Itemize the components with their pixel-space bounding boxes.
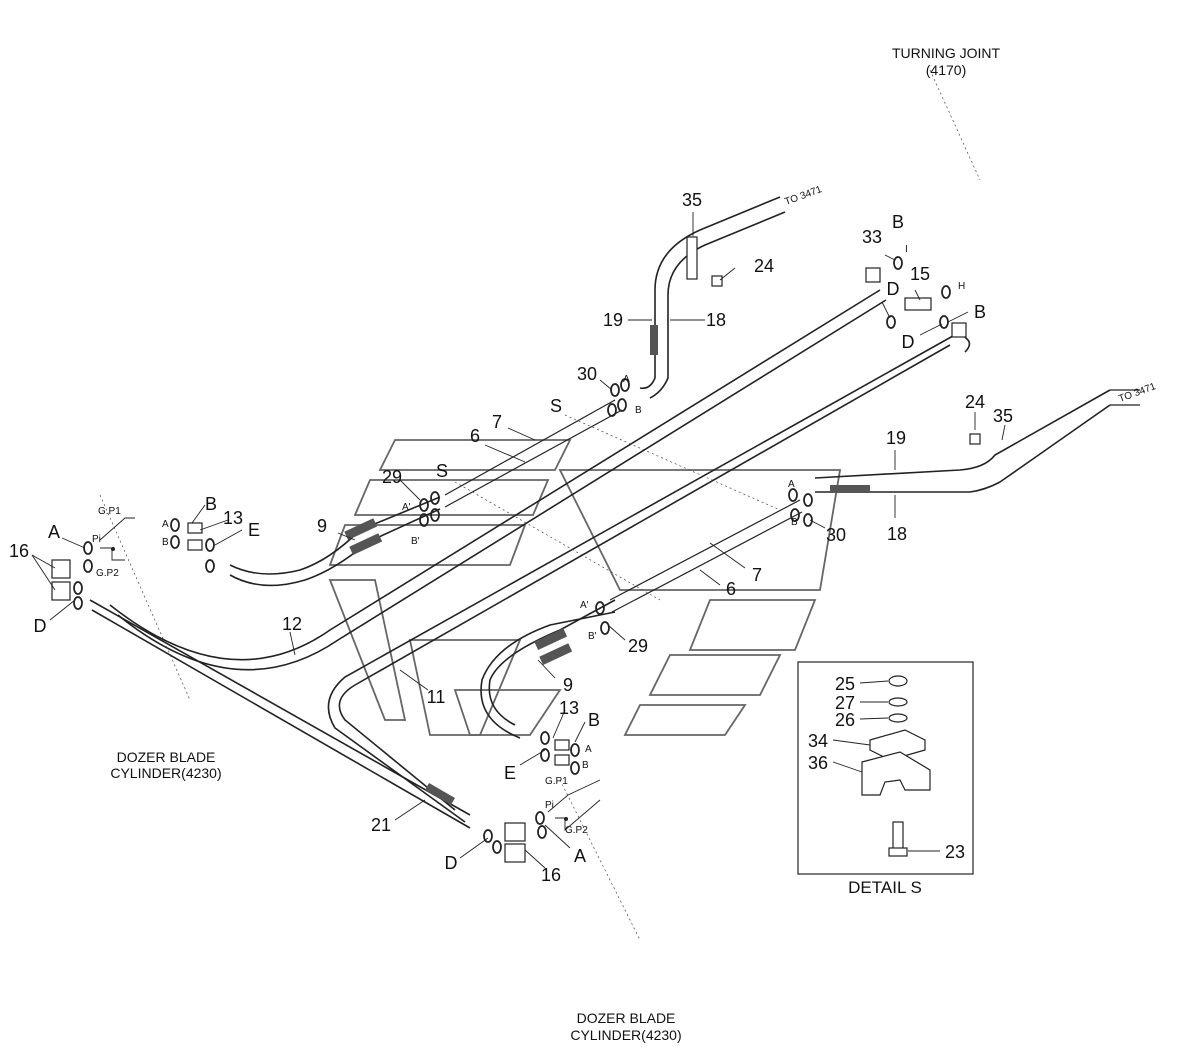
callout-6-lower: 6	[726, 579, 736, 599]
callout-d-right: D	[902, 332, 915, 352]
port-marks: A B A' B' A B A' B' A B A B G.P1 G.P2 Pi…	[92, 244, 965, 836]
callout-12: 12	[282, 614, 302, 634]
hose-11	[327, 331, 971, 823]
callout-19-upper: 19	[603, 310, 623, 330]
callout-7-upper: 7	[492, 412, 502, 432]
callout-35-upper: 35	[682, 190, 702, 210]
port-h: H	[958, 281, 965, 292]
turning-joint-code: (4170)	[926, 62, 966, 78]
callout-19-right: 19	[886, 428, 906, 448]
callout-13-right: 13	[559, 698, 579, 718]
port-a-upper: A	[623, 374, 630, 385]
callout-b-left: B	[205, 494, 217, 514]
hose-12	[109, 289, 887, 671]
port-b-left: B	[162, 537, 169, 548]
port-aprime-left: A'	[402, 502, 411, 513]
callout-b-right: B	[974, 302, 986, 322]
hose-18-19-right	[814, 389, 1140, 493]
callout-s-upper: S	[550, 396, 562, 416]
callout-d-left: D	[34, 616, 47, 636]
to-3471-right: TO 3471	[1117, 381, 1158, 405]
port-i: I	[905, 244, 908, 255]
fittings	[51, 256, 981, 863]
callout-a-lower: A	[574, 846, 586, 866]
port-a-left: A	[162, 519, 169, 530]
detail-s-title: DETAIL S	[848, 878, 922, 897]
callout-25: 25	[835, 674, 855, 694]
callout-29-right: 29	[628, 636, 648, 656]
callout-6-upper: 6	[470, 426, 480, 446]
callout-9-left: 9	[317, 516, 327, 536]
callout-16-left: 16	[9, 541, 29, 561]
callout-35-right: 35	[993, 406, 1013, 426]
port-a-lower: A	[585, 744, 592, 755]
port-aprime-right: A'	[580, 600, 589, 611]
callout-33: 33	[862, 227, 882, 247]
port-b-lower: B	[582, 760, 589, 771]
callout-13-left: 13	[223, 508, 243, 528]
port-a-right: A	[788, 479, 795, 490]
detail-s-panel	[797, 661, 974, 875]
hose-9-right	[480, 599, 616, 739]
callout-16-lower: 16	[541, 865, 561, 885]
callout-7-lower: 7	[752, 565, 762, 585]
callout-34: 34	[808, 731, 828, 751]
background-logo	[328, 439, 842, 736]
callout-d-lower: D	[445, 853, 458, 873]
gp1-lower: G.P1	[545, 776, 568, 787]
gp1-left: G.P1	[98, 506, 121, 517]
callout-18-upper: 18	[706, 310, 726, 330]
callout-b-top: B	[892, 212, 904, 232]
port-bprime-right: B'	[588, 631, 597, 642]
callout-labels: 35 24 19 18 30 7 6 S 29 S 33 B 15 D B D …	[9, 190, 1013, 885]
callout-30-right: 30	[826, 525, 846, 545]
callout-e-lower: E	[504, 763, 516, 783]
callout-11: 11	[427, 687, 446, 707]
callout-d-top: D	[887, 279, 900, 299]
to-3471-upper: TO 3471	[783, 184, 824, 208]
dozer-cylinder-bottom-code: CYLINDER(4230)	[570, 1027, 681, 1043]
port-b-upper: B	[635, 405, 642, 416]
callout-b-lower: B	[588, 710, 600, 730]
port-bprime-left: B'	[411, 536, 420, 547]
port-b-right: B	[791, 517, 798, 528]
pi-left: Pi	[92, 534, 101, 545]
hose-21	[89, 599, 471, 829]
turning-joint-title: TURNING JOINT	[892, 45, 1001, 61]
callout-27: 27	[835, 693, 855, 713]
section-leaders	[99, 69, 981, 941]
callout-e-left: E	[248, 520, 260, 540]
hose-9-left	[229, 496, 441, 587]
callout-21: 21	[371, 815, 391, 835]
callout-30-upper: 30	[577, 364, 597, 384]
callout-36: 36	[808, 753, 828, 773]
callout-leaders	[31, 212, 1006, 869]
callout-29-left: 29	[382, 467, 402, 487]
callout-s-middle: S	[436, 461, 448, 481]
gauge-ports	[99, 517, 601, 831]
dozer-cylinder-left-code: CYLINDER(4230)	[110, 765, 221, 781]
callout-26: 26	[835, 710, 855, 730]
upper-tube-group	[639, 196, 786, 399]
callout-23: 23	[945, 842, 965, 862]
callout-a-left: A	[48, 522, 60, 542]
callout-18-right: 18	[887, 524, 907, 544]
pi-lower: Pi	[545, 800, 554, 811]
callout-24-right: 24	[965, 392, 985, 412]
dozer-cylinder-bottom-title: DOZER BLADE	[577, 1010, 676, 1026]
hose-group-6-7	[444, 399, 803, 613]
callout-24-upper: 24	[754, 256, 774, 276]
callout-15: 15	[910, 264, 930, 284]
gp2-left: G.P2	[96, 568, 119, 579]
callout-9-right: 9	[563, 675, 573, 695]
gp2-lower: G.P2	[565, 825, 588, 836]
dozer-cylinder-left-title: DOZER BLADE	[117, 749, 216, 765]
